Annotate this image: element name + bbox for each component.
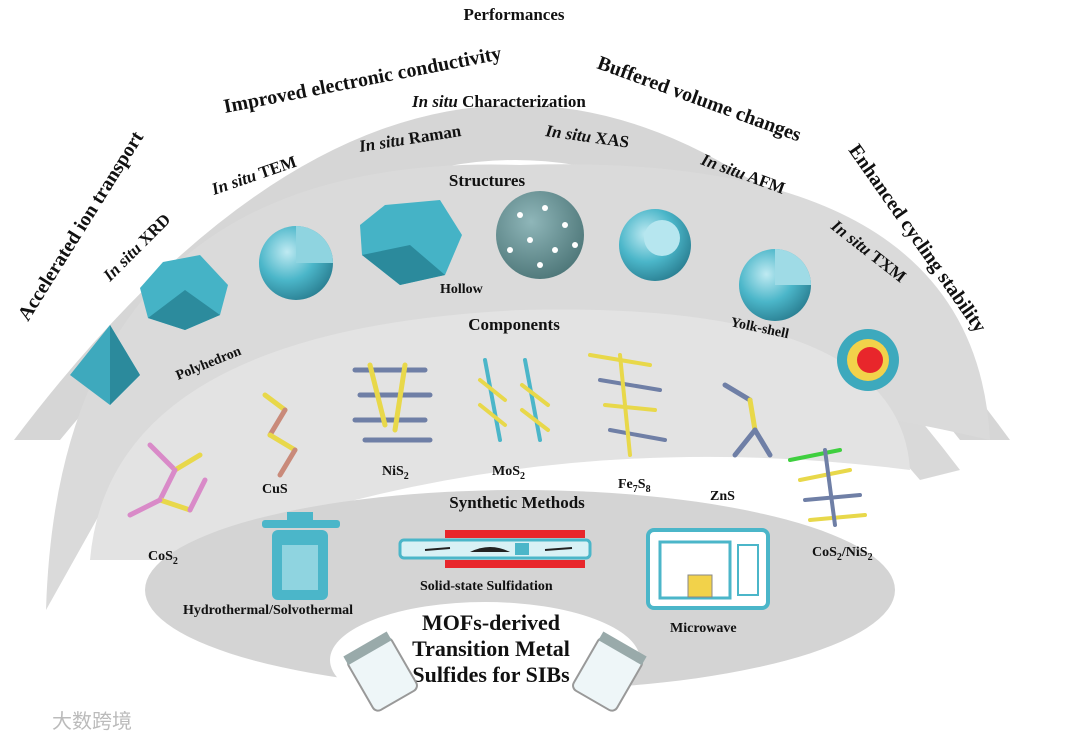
porous-sphere-shape [496, 191, 584, 279]
components-title: Components [468, 315, 560, 334]
component-cos2-nis2: CoS2/NiS2 [812, 545, 873, 563]
label-hollow: Hollow [440, 282, 484, 297]
zns-crystal [722, 382, 773, 458]
performance-title: Performances [463, 5, 564, 24]
characterization-title: In situ Characterization [411, 92, 586, 111]
tube-furnace-icon [398, 530, 592, 568]
method-microwave: Microwave [670, 621, 737, 636]
yolk-sphere-shape [619, 209, 691, 281]
nis2-crystal [352, 362, 433, 443]
microwave-icon [646, 528, 770, 610]
autoclave-icon [262, 512, 340, 600]
hollow-sphere-shape [259, 226, 333, 300]
watermark: 大数跨境 [52, 709, 132, 733]
component-cos2: CoS2 [148, 549, 178, 567]
cos2-crystal [127, 442, 208, 518]
method-hydrothermal: Hydrothermal/Solvothermal [183, 603, 353, 618]
performance-accelerated: Accelerated ion transport [14, 127, 149, 325]
center-line-1: MOFs-derived [422, 610, 560, 635]
method-solid-state: Solid-state Sulfidation [420, 579, 553, 594]
mos2-crystal [478, 358, 550, 442]
battery-left-icon [343, 631, 418, 712]
component-fe7s8: Fe7S8 [618, 477, 651, 495]
center-line-3: Sulfides for SIBs [412, 662, 570, 687]
component-mos2: MoS2 [492, 464, 525, 482]
component-nis2: NiS2 [382, 464, 409, 482]
fe7s8-crystal [588, 353, 667, 457]
truncated-octahedron-shape [140, 255, 228, 330]
synthesis-title: Synthetic Methods [449, 493, 585, 512]
component-cus: CuS [262, 482, 288, 497]
component-zns: ZnS [710, 489, 735, 504]
structures-title: Structures [449, 171, 526, 190]
cus-crystal [262, 392, 298, 478]
octahedron-shape [70, 325, 140, 405]
core-shell-sphere-shape [837, 329, 899, 391]
yolk-shell-sphere-shape [739, 249, 811, 321]
cos2-nis2-crystal [788, 448, 867, 527]
battery-right-icon [572, 631, 647, 712]
center-line-2: Transition Metal [412, 636, 570, 661]
rhombic-dodecahedron-shape [360, 200, 462, 285]
